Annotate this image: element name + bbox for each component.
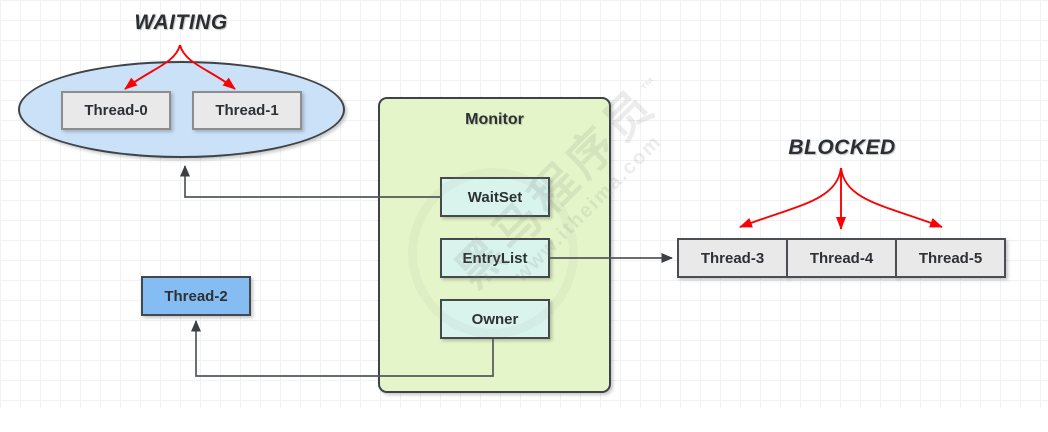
thread-4-label: Thread-4 [809, 249, 874, 267]
thread-0-node: Thread-0 [61, 91, 171, 130]
thread-3-label: Thread-3 [700, 249, 765, 267]
thread-1-label: Thread-1 [215, 102, 279, 119]
thread-2-label: Thread-2 [164, 287, 228, 305]
thread-5-label: Thread-5 [918, 249, 983, 267]
blocked-title: BLOCKED [788, 136, 896, 159]
thread-3-node: Thread-3 [677, 238, 788, 278]
owner-slot: Owner [440, 299, 550, 339]
thread-2-node: Thread-2 [141, 276, 251, 316]
blocked-thread-row: Thread-3 Thread-4 Thread-5 [677, 238, 1006, 278]
entrylist-slot: EntryList [440, 238, 550, 278]
thread-0-label: Thread-0 [84, 102, 148, 119]
thread-4-node: Thread-4 [786, 238, 897, 278]
entrylist-label: EntryList [462, 249, 528, 267]
waiting-title: WAITING [134, 11, 228, 34]
waitset-slot: WaitSet [440, 177, 550, 217]
owner-label: Owner [471, 310, 519, 328]
waitset-label: WaitSet [467, 188, 523, 206]
thread-1-node: Thread-1 [192, 91, 302, 130]
thread-5-node: Thread-5 [895, 238, 1006, 278]
monitor-title: Monitor [465, 111, 524, 128]
